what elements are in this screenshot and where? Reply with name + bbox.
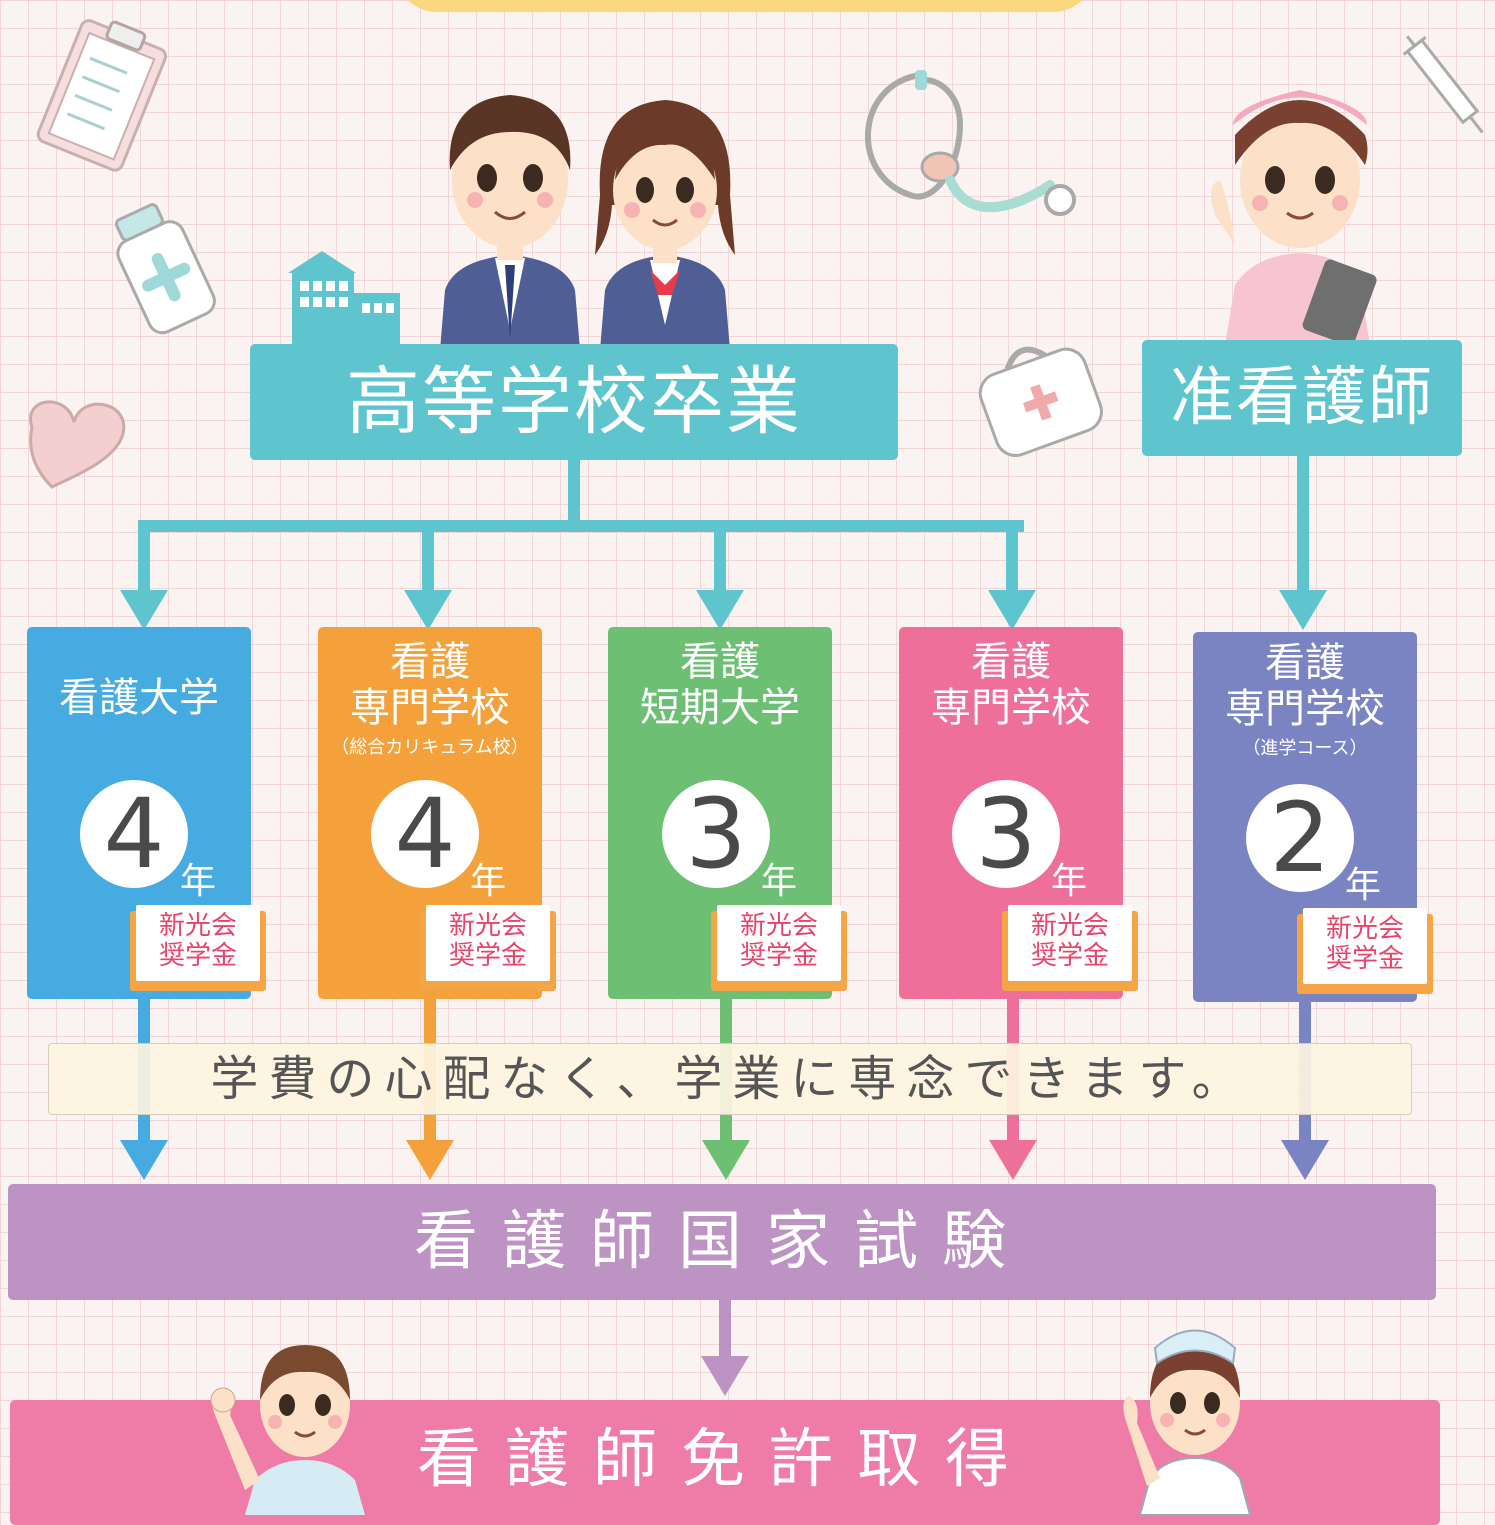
female-nurse-illustration — [1123, 1329, 1252, 1515]
top-banner — [395, 0, 1095, 12]
heart-icon — [29, 400, 126, 489]
arrow-down-icon — [1281, 1140, 1329, 1180]
scholarship-book-icon: 新光会奨学金 — [711, 905, 847, 993]
stethoscope-icon — [864, 70, 1076, 216]
connector-drop-3 — [714, 520, 726, 592]
syringe-icon — [1402, 35, 1484, 134]
male-student-illustration — [440, 95, 580, 350]
school-name-line: 看護 — [971, 639, 1051, 685]
scholarship-book-icon: 新光会奨学金 — [1297, 908, 1433, 996]
scholarship-label-1: 新光会 — [1030, 911, 1109, 941]
scholarship-book-icon: 新光会奨学金 — [130, 905, 266, 993]
scholarship-message: 学費の心配なく、学業に専念できます。 — [48, 1043, 1412, 1115]
scholarship-label-2: 奨学金 — [1030, 941, 1109, 971]
arrow-down-icon — [696, 590, 744, 630]
arrow-down-icon — [120, 590, 168, 630]
medical-bag-icon — [978, 346, 1103, 457]
scholarship-label-2: 奨学金 — [448, 941, 527, 971]
school-name-line: 看護 — [680, 639, 760, 685]
arrow-down-icon — [988, 590, 1036, 630]
scholarship-label-1: 新光会 — [448, 911, 527, 941]
years-unit: 年 — [180, 861, 217, 902]
assistant-nurse-box: 准看護師 — [1142, 340, 1462, 456]
clipboard-icon — [36, 19, 168, 172]
national-exam-box: 看護師国家試験 — [8, 1184, 1436, 1300]
years-circle: 3 — [952, 780, 1060, 888]
arrow-down-icon — [406, 1140, 454, 1180]
connector-drop-2 — [422, 520, 434, 592]
school-name-line: 看護 — [1265, 640, 1345, 686]
scholarship-book-icon: 新光会奨学金 — [1002, 905, 1138, 993]
connector-drop-4 — [1006, 520, 1018, 592]
scholarship-label-2: 奨学金 — [1325, 944, 1404, 974]
connector-drop-5 — [1297, 456, 1309, 592]
years-unit: 年 — [761, 861, 798, 902]
school-note: （総合カリキュラム校） — [331, 737, 529, 758]
connector-branch — [138, 520, 1024, 532]
years-circle: 4 — [371, 780, 479, 888]
arrow-down-icon — [701, 1356, 749, 1396]
arrow-down-icon — [120, 1140, 168, 1180]
connector-trunk — [568, 460, 580, 526]
scholarship-label-2: 奨学金 — [739, 941, 818, 971]
connector-drop-1 — [138, 520, 150, 592]
years-unit: 年 — [1345, 865, 1382, 906]
arrow-down-icon — [702, 1140, 750, 1180]
years-circle: 3 — [662, 780, 770, 888]
scholarship-label-1: 新光会 — [1325, 914, 1404, 944]
school-name-line: 短期大学 — [640, 685, 800, 731]
scholarship-label-2: 奨学金 — [158, 941, 237, 971]
years-circle: 4 — [80, 780, 188, 888]
scholarship-book-icon: 新光会奨学金 — [420, 905, 556, 993]
scholarship-label-1: 新光会 — [158, 911, 237, 941]
high-school-graduation-box: 高等学校卒業 — [250, 344, 898, 460]
medicine-bottle-icon — [115, 203, 216, 335]
school-name-line: 専門学校 — [931, 685, 1091, 731]
school-name-line: 看護大学 — [59, 675, 219, 721]
years-unit: 年 — [470, 861, 507, 902]
scholarship-label-1: 新光会 — [739, 911, 818, 941]
female-student-illustration — [595, 100, 735, 350]
school-name-line: 看護 — [390, 639, 470, 685]
years-unit: 年 — [1051, 861, 1088, 902]
school-building-icon — [288, 251, 400, 351]
school-note: （進学コース） — [1242, 738, 1368, 759]
years-circle: 2 — [1246, 784, 1354, 892]
school-name-line: 専門学校 — [1225, 686, 1385, 732]
male-nurse-illustration — [210, 1345, 365, 1515]
arrow-down-icon — [404, 590, 452, 630]
connector-to-license — [719, 1300, 731, 1362]
nurse-illustration — [1211, 90, 1377, 345]
school-name-line: 専門学校 — [350, 685, 510, 731]
arrow-down-icon — [1279, 590, 1327, 630]
arrow-down-icon — [989, 1140, 1037, 1180]
